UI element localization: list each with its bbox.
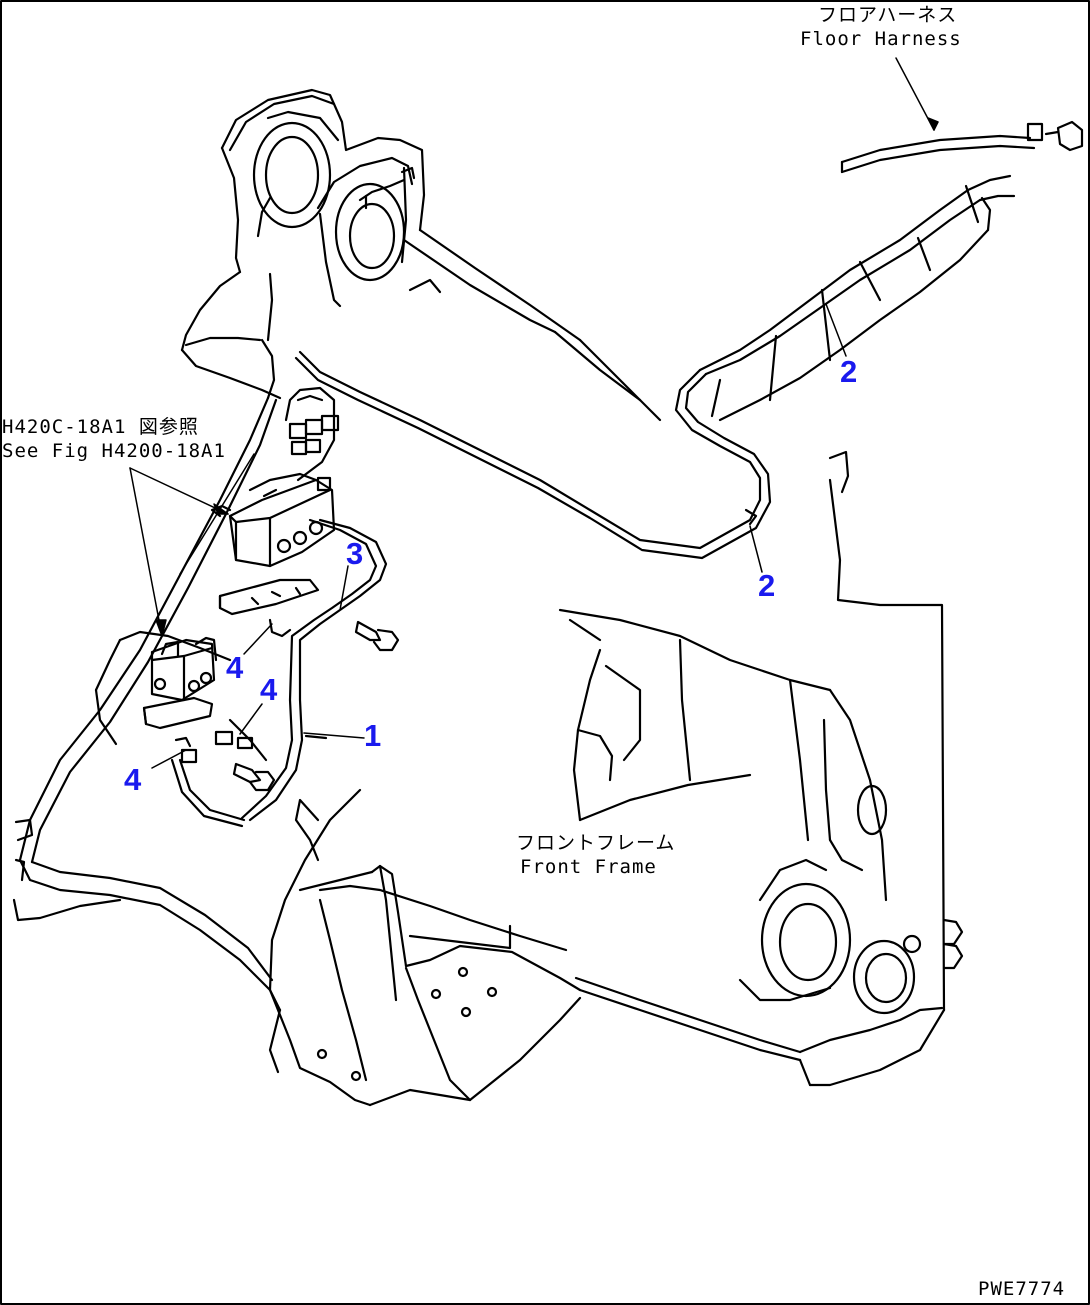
front-frame-label-jp: フロントフレーム	[516, 832, 676, 854]
bracket-3	[218, 578, 320, 638]
callout-part-4-b: 4	[260, 672, 278, 707]
see-fig-label-en: See Fig H4200-18A1	[2, 440, 226, 462]
floor-harness-label-en: Floor Harness	[800, 28, 962, 50]
callout-part-3: 3	[346, 536, 364, 571]
callout-part-4-a: 4	[226, 650, 244, 685]
bolt-lower	[232, 762, 276, 792]
wiring-harness	[170, 120, 1084, 828]
see-fig-label-jp: H420C-18A1 図参照	[2, 416, 199, 438]
valve-block-lower	[150, 636, 218, 702]
callout-part-1: 1	[364, 718, 382, 753]
front-frame-outline	[12, 88, 964, 1107]
callout-part-4-c: 4	[124, 762, 142, 797]
clamps-4	[174, 730, 254, 764]
callout-part-2-lower: 2	[758, 568, 776, 603]
callout-part-2-upper: 2	[840, 354, 858, 389]
bolt-upper	[354, 620, 400, 652]
bracket-lower	[142, 696, 214, 730]
leader-lines	[129, 57, 939, 769]
floor-harness-label-jp: フロアハーネス	[818, 4, 958, 26]
valve-block-upper	[210, 472, 336, 568]
drawing-code: PWE7774	[978, 1278, 1066, 1300]
front-frame-label-en: Front Frame	[520, 856, 657, 878]
